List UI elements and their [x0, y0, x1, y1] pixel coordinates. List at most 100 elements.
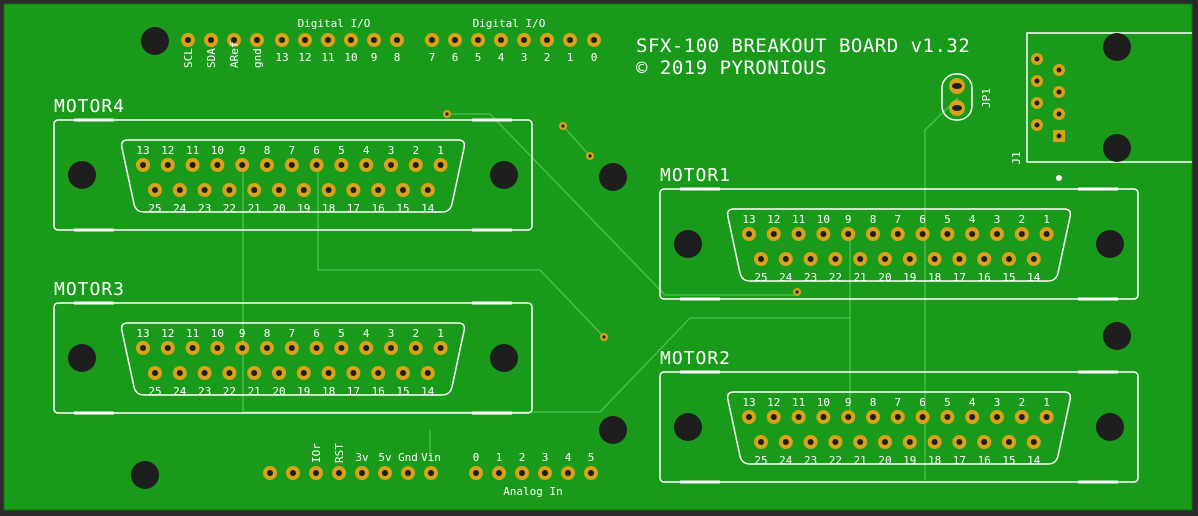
mounting-holes [131, 27, 1131, 489]
digital-pin-pad [181, 33, 195, 47]
motor-pin-pad [754, 435, 768, 449]
motor-pin-label: 7 [288, 327, 295, 340]
motor-pin-label: 11 [792, 396, 805, 409]
motor-pin-pad [396, 366, 410, 380]
motor-pin-label: 19 [297, 385, 310, 398]
motor-pin-label: 22 [223, 385, 236, 398]
motor-pin-label: 3 [388, 144, 395, 157]
power-pin-label: Vin [421, 451, 441, 464]
motor-pin-pad [791, 227, 806, 241]
motor-pin-pad [1026, 435, 1041, 449]
motor-pin-label: 25 [754, 271, 767, 284]
motor-pin-pad [841, 227, 856, 241]
motor-pin-label: 17 [347, 385, 360, 398]
motor-pin-label: 20 [878, 271, 891, 284]
motor-pin-pad [408, 158, 423, 172]
digital-pin-label: 0 [591, 51, 598, 64]
power-pin-label: Gnd [398, 451, 418, 464]
motor-pin-label: 19 [903, 454, 916, 467]
motor-pin-pad [260, 341, 274, 355]
motor-pin-pad [803, 252, 818, 266]
motor-pin-label: 25 [148, 202, 161, 215]
motor-pin-pad [222, 183, 237, 197]
motor-pin-label: 4 [363, 327, 370, 340]
motor-pin-pad [136, 158, 150, 172]
motor-pin-label: 17 [347, 202, 360, 215]
motor-pin-label: 25 [754, 454, 767, 467]
motor-pin-pad [260, 158, 274, 172]
digital-io-label-left: Digital I/O [298, 17, 371, 30]
analog-pin-pad [584, 466, 598, 480]
motor-pin-label: 13 [742, 213, 755, 226]
motor-pin-label: 10 [211, 327, 224, 340]
motor-pin-pad [334, 158, 349, 172]
mounting-hole [141, 27, 169, 55]
analog-in-label: Analog In [503, 485, 563, 498]
motor-pin-pad [791, 410, 806, 424]
digital-pin-label: 12 [298, 51, 311, 64]
motor-pin-pad [210, 158, 225, 172]
motor-pin-label: 14 [421, 202, 435, 215]
motor-pin-label: 14 [421, 385, 435, 398]
motor-pin-label: 6 [313, 327, 320, 340]
motor-pin-pad [977, 252, 992, 266]
motor-pin-pad [1014, 227, 1029, 241]
motor-pin-pad [247, 366, 262, 380]
digital-pin-label: 2 [544, 51, 551, 64]
motor-mounting-hole [1096, 230, 1124, 258]
motor-pin-pad [778, 435, 793, 449]
power-pin-pad [355, 466, 369, 480]
motor-pin-pad [160, 158, 175, 172]
motor-pin-pad [803, 435, 818, 449]
motor-pin-label: 7 [894, 396, 901, 409]
motor-pin-pad [148, 366, 162, 380]
mounting-hole [131, 461, 159, 489]
digital-pin-pad [298, 33, 312, 47]
power-pin-pad [263, 466, 277, 480]
motor-pin-label: 21 [854, 271, 867, 284]
analog-pin-label: 0 [473, 451, 480, 464]
motor-pin-pad [384, 158, 398, 172]
motor-pin-pad [742, 410, 756, 424]
motor-label: MOTOR1 [660, 165, 731, 186]
motor-pin-pad [1039, 227, 1054, 241]
motor-pin-label: 24 [173, 202, 187, 215]
analog-pin-pad [469, 466, 483, 480]
motor-pin-label: 5 [338, 144, 345, 157]
motor-pin-pad [371, 183, 386, 197]
analog-pin-label: 3 [542, 451, 549, 464]
motor-pin-pad [977, 435, 992, 449]
motor-pin-label: 4 [969, 213, 976, 226]
digital-pin-pad [425, 33, 439, 47]
motor-pin-label: 19 [297, 202, 310, 215]
traces [242, 97, 959, 480]
motor-pin-pad [1014, 410, 1029, 424]
motor-pin-pad [185, 341, 200, 355]
motor-pin-pad [828, 435, 843, 449]
digital-pin-label: 5 [475, 51, 482, 64]
power-pin-label: RST [333, 443, 346, 463]
motor-pin-pad [197, 183, 212, 197]
motor-mounting-hole [1096, 413, 1124, 441]
motor-pin-label: 7 [894, 213, 901, 226]
motor-pin-pad [359, 341, 374, 355]
motor-pin-label: 18 [322, 202, 335, 215]
digital-pin-label: ARef [228, 42, 241, 69]
motor-label: MOTOR3 [54, 279, 125, 300]
motor-pin-pad [420, 366, 435, 380]
motor-pin-label: 15 [1002, 454, 1015, 467]
motor-pin-label: 1 [1043, 213, 1050, 226]
motor-pin-label: 8 [264, 327, 271, 340]
motor-pin-label: 2 [1018, 396, 1025, 409]
motor-pin-pad [778, 252, 793, 266]
motor-pin-pad [284, 158, 299, 172]
motor-pin-label: 3 [994, 396, 1001, 409]
motor-pin-label: 3 [994, 213, 1001, 226]
motor-pin-label: 11 [186, 144, 199, 157]
motor-pin-pad [878, 435, 892, 449]
motor-pin-pad [272, 366, 286, 380]
motor-pin-label: 16 [978, 454, 991, 467]
motor-pin-label: 21 [854, 454, 867, 467]
motor-pin-label: 23 [804, 271, 817, 284]
